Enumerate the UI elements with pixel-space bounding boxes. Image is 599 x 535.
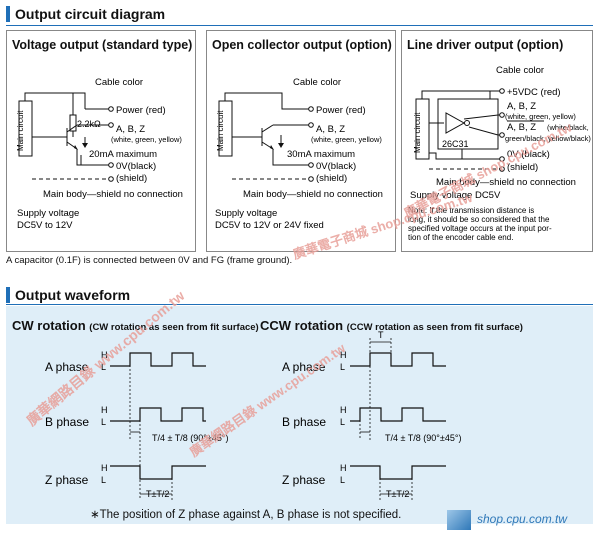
capacitor-note: A capacitor (0.1F) is connected between …: [6, 255, 293, 266]
h-label: H: [340, 405, 347, 415]
cable-color-label: Cable color: [496, 65, 544, 76]
main-body-label: Main body—shield no connection: [436, 177, 576, 188]
section-header-waveform: Output waveform: [6, 286, 130, 304]
ccw-subtitle: (CCW rotation as seen from fit surface): [346, 322, 523, 333]
ccw-phase-diff: T/4 ± T/8 (90°±45°): [385, 433, 461, 443]
h-label: H: [101, 405, 108, 415]
ccw-phase-b-label: B phase: [282, 415, 326, 429]
ccw-z-width: T±T/2: [386, 489, 409, 499]
footnote: ∗The position of Z phase against A, B ph…: [90, 509, 402, 521]
note-line: specified voltage occurs at the input po…: [408, 224, 552, 233]
l-label: L: [101, 417, 106, 427]
main-body-label: Main body—shield no connection: [243, 189, 383, 200]
cw-phase-b-label: B phase: [45, 415, 89, 429]
abz-bar-colors-label: (white/black,: [547, 123, 589, 132]
supply-label: Supply voltage: [17, 208, 79, 219]
ccw-period: T: [378, 330, 384, 340]
l-label: L: [101, 475, 106, 485]
h-label: H: [340, 463, 347, 473]
chip-label: 26C31: [442, 139, 469, 149]
supply-label: Supply voltage: [215, 208, 277, 219]
note-line: tion of the encoder cable end.: [408, 233, 513, 242]
logo-text: shop.cpu.com.tw: [477, 512, 568, 526]
shield-label: (shield): [316, 173, 347, 184]
main-circuit-label: Main circuit: [16, 110, 25, 151]
abz-bar-colors2-label: green/black, yellow/black): [505, 134, 591, 143]
current-label: 20mA maximum: [89, 149, 157, 160]
cable-color-label: Cable color: [293, 77, 341, 88]
section-header-circuit: Output circuit diagram: [6, 5, 165, 23]
ccw-b-waveform: [350, 407, 446, 422]
header-accent-bar: [6, 287, 10, 303]
h-label: H: [101, 350, 108, 360]
voltage-output-box: Voltage output (standard type) Main circ…: [6, 30, 196, 252]
l-label: L: [340, 475, 345, 485]
abz-colors-label: (white, green, yellow): [111, 135, 182, 144]
zero-v-label: 0V(black): [316, 161, 356, 172]
section-title: Output circuit diagram: [15, 6, 166, 22]
abz-label: A, B, Z: [316, 124, 345, 135]
l-label: L: [340, 417, 345, 427]
l-label: L: [340, 362, 345, 372]
main-body-label: Main body—shield no connection: [43, 189, 183, 200]
abz-bar-label: A, B, Z: [507, 122, 536, 133]
section-title: Output waveform: [15, 287, 131, 303]
abz-label: A, B, Z: [507, 101, 536, 112]
ccw-phase-a-label: A phase: [282, 360, 326, 374]
plus5-label: +5VDC (red): [507, 87, 561, 98]
h-label: H: [101, 463, 108, 473]
zero-v-label: 0V(black): [116, 161, 156, 172]
supply-value: DC5V to 12V or 24V fixed: [215, 220, 324, 231]
power-label: Power (red): [316, 105, 366, 116]
cw-title: CW rotation (CW rotation as seen from fi…: [12, 318, 259, 333]
supply-value: DC5V to 12V: [17, 220, 73, 231]
ccw-title: CCW rotation (CCW rotation as seen from …: [260, 318, 523, 333]
cw-phase-z-label: Z phase: [45, 473, 89, 487]
cw-b-waveform: [110, 407, 206, 422]
abz-colors-label: (white, green, yellow): [311, 135, 382, 144]
note-line: long, it should be so considered that th…: [408, 215, 550, 224]
cw-subtitle: (CW rotation as seen from fit surface): [89, 322, 259, 333]
ccw-a-waveform: [350, 352, 446, 367]
open-collector-circuit-diagram: Main circuit Cable color Power (red) A, …: [215, 77, 383, 231]
site-logo[interactable]: shop.cpu.com.tw: [447, 510, 595, 532]
resistor-label: 2.2kΩ: [77, 119, 101, 129]
logo-mark-icon: [447, 510, 471, 530]
voltage-circuit-diagram: Main circuit Cable color Power (red) 2.2…: [16, 77, 183, 231]
section-rule: [6, 25, 593, 26]
open-collector-box: Open collector output (option) Main circ…: [206, 30, 396, 252]
cw-a-waveform: [110, 352, 206, 367]
cw-z-waveform: [110, 465, 206, 480]
main-circuit-label: Main circuit: [216, 110, 225, 151]
section-rule: [6, 304, 593, 305]
note-line: Note: If the transmission distance is: [408, 206, 534, 215]
shield-label: (shield): [507, 162, 538, 173]
abz-label: A, B, Z: [116, 124, 145, 135]
main-circuit-label: Main circuit: [413, 112, 422, 153]
box-title: Open collector output (option): [212, 38, 392, 52]
cw-phase-diff: T/4 ± T/8 (90°±45°): [152, 433, 228, 443]
abz-colors-label: (white, green, yellow): [505, 112, 576, 121]
waveform-panel: [6, 306, 593, 524]
zero-v-label: 0V (black): [507, 149, 550, 160]
power-label: Power (red): [116, 105, 166, 116]
supply-label: Supply voltage DC5V: [410, 190, 501, 201]
cw-z-width: T±T/2: [146, 489, 169, 499]
cable-color-label: Cable color: [95, 77, 143, 88]
current-label: 30mA maximum: [287, 149, 355, 160]
ccw-title-text: CCW rotation: [260, 318, 344, 333]
h-label: H: [340, 350, 347, 360]
box-title: Line driver output (option): [407, 38, 564, 52]
cw-title-text: CW rotation: [12, 318, 86, 333]
box-title: Voltage output (standard type): [12, 38, 193, 52]
header-accent-bar: [6, 6, 10, 22]
shield-label: (shield): [116, 173, 147, 184]
ccw-z-waveform: [350, 465, 446, 480]
line-driver-box: Line driver output (option) Main circuit…: [401, 30, 593, 252]
line-driver-circuit-diagram: Main circuit 26C31 Cable color +5VDC (re…: [408, 65, 591, 242]
l-label: L: [101, 362, 106, 372]
ccw-phase-z-label: Z phase: [282, 473, 326, 487]
cw-phase-a-label: A phase: [45, 360, 89, 374]
